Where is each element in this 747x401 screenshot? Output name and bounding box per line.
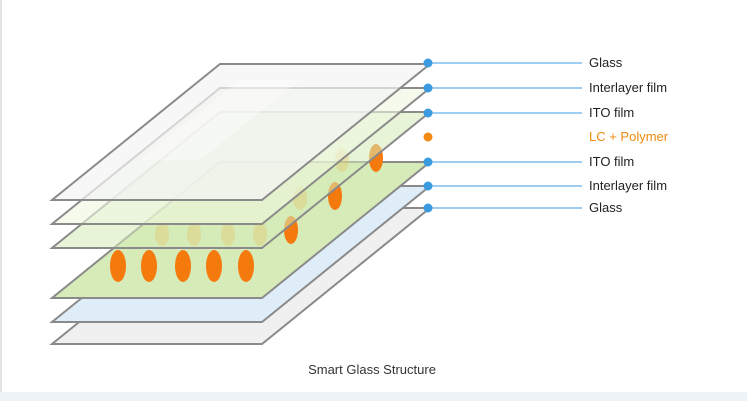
label-glass-bottom: Glass bbox=[589, 200, 623, 215]
leader-dot bbox=[423, 181, 433, 191]
label-interlayer-bottom: Interlayer film bbox=[589, 178, 667, 193]
lc-droplet bbox=[238, 250, 254, 282]
lc-droplet bbox=[206, 250, 222, 282]
leader-dot bbox=[423, 157, 433, 167]
leader-lines bbox=[423, 58, 582, 213]
diagram-caption: Smart Glass Structure bbox=[308, 362, 436, 377]
lc-droplet bbox=[110, 250, 126, 282]
lc-droplet bbox=[175, 250, 191, 282]
bottom-strip bbox=[0, 392, 747, 401]
leader-dot bbox=[423, 132, 433, 142]
glass-reflection bbox=[140, 80, 300, 160]
leader-dot bbox=[423, 83, 433, 93]
leader-dot bbox=[423, 58, 433, 68]
label-lc-polymer: LC + Polymer bbox=[589, 129, 669, 144]
label-ito-bottom: ITO film bbox=[589, 154, 634, 169]
leader-dot bbox=[423, 108, 433, 118]
leader-dot bbox=[423, 203, 433, 213]
lc-droplet bbox=[141, 250, 157, 282]
label-glass-top: Glass bbox=[589, 55, 623, 70]
label-interlayer-top: Interlayer film bbox=[589, 80, 667, 95]
label-ito-top: ITO film bbox=[589, 105, 634, 120]
